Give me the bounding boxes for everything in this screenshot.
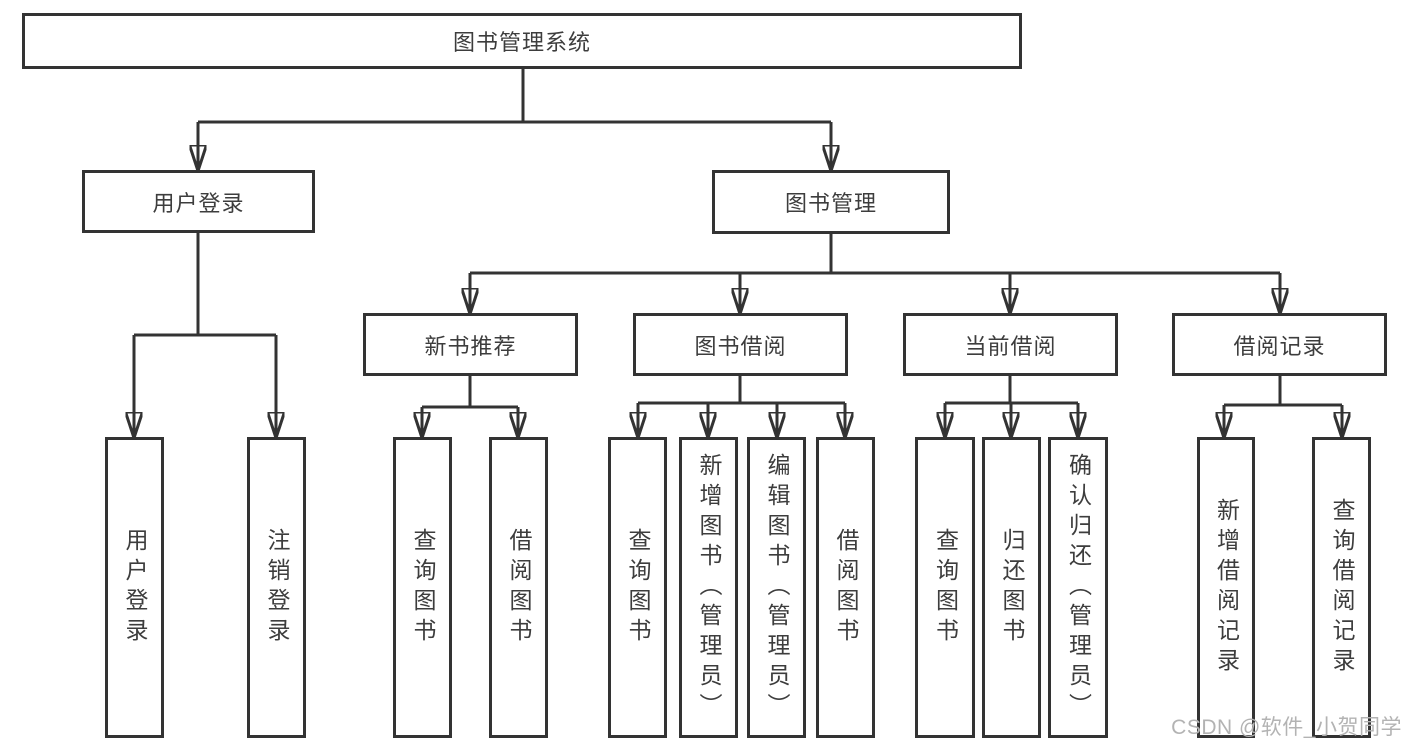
- watermark: CSDN @软件_小贺同学: [1171, 716, 1402, 739]
- node-book-management: 图书管理: [712, 170, 950, 234]
- leaf-edit-book-admin: 编辑图书（管理员）: [747, 437, 806, 738]
- connector-book-management: [470, 234, 1280, 313]
- leaf-query-books-recommend: 查询图书: [393, 437, 452, 738]
- leaf-borrow-books: 借阅图书: [816, 437, 875, 738]
- leaf-user-login: 用户登录: [105, 437, 164, 738]
- leaf-query-books-borrow: 查询图书: [608, 437, 667, 738]
- node-user-login: 用户登录: [82, 170, 315, 233]
- connector-root: [198, 69, 831, 170]
- leaf-add-borrow-record: 新增借阅记录: [1197, 437, 1255, 738]
- node-borrow-records: 借阅记录: [1172, 313, 1387, 376]
- connector-new-book-recommend: [422, 376, 518, 437]
- node-new-book-recommend: 新书推荐: [363, 313, 578, 376]
- leaf-confirm-return-admin: 确认归还（管理员）: [1048, 437, 1108, 738]
- connector-user-login: [134, 233, 276, 437]
- leaf-logout: 注销登录: [247, 437, 306, 738]
- leaf-return-book: 归还图书: [982, 437, 1041, 738]
- node-current-borrow: 当前借阅: [903, 313, 1118, 376]
- leaf-query-borrow-record: 查询借阅记录: [1312, 437, 1371, 738]
- leaf-borrow-books-recommend: 借阅图书: [489, 437, 548, 738]
- connector-book-borrow: [638, 376, 845, 437]
- connector-borrow-records: [1224, 376, 1342, 437]
- leaf-add-book-admin: 新增图书（管理员）: [679, 437, 738, 738]
- node-book-borrow: 图书借阅: [633, 313, 848, 376]
- node-root: 图书管理系统: [22, 13, 1022, 69]
- connector-current-borrow: [945, 376, 1078, 437]
- leaf-query-books-current: 查询图书: [915, 437, 975, 738]
